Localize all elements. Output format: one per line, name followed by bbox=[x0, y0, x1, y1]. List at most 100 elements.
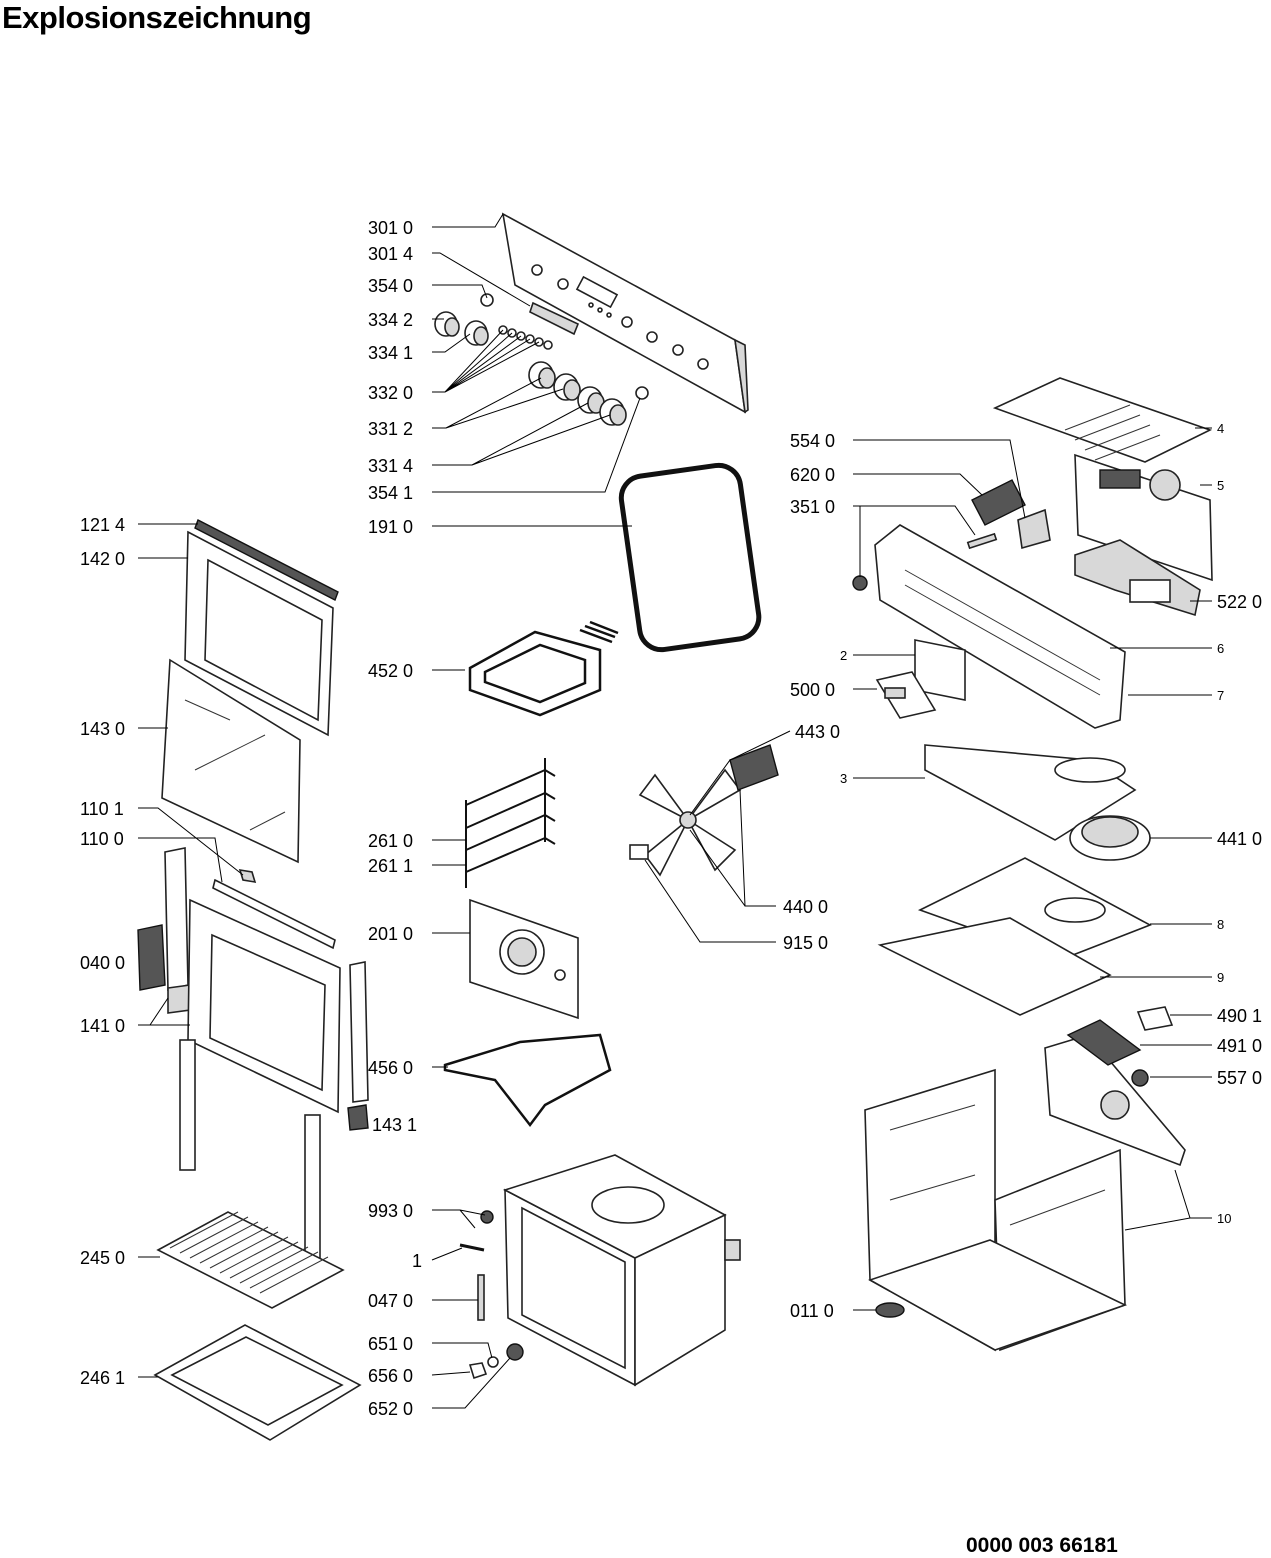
door-hinge-part bbox=[137, 924, 166, 991]
door-top-strip-part bbox=[212, 878, 336, 950]
inner-door-frame-part bbox=[187, 898, 341, 1114]
door-trim-part bbox=[194, 519, 339, 601]
label-354-0: 354 0 bbox=[368, 276, 413, 296]
label-652-0: 652 0 bbox=[368, 1399, 413, 1419]
front-air-duct-part bbox=[877, 917, 1112, 1016]
label-332-0: 332 0 bbox=[368, 383, 413, 403]
label-6: 6 bbox=[1217, 641, 1224, 656]
display-module-part bbox=[529, 301, 580, 336]
door-hinge-clip-part bbox=[238, 868, 257, 884]
foot-011-part bbox=[875, 1302, 905, 1318]
label-141-0: 141 0 bbox=[80, 1016, 125, 1036]
label-331-2: 331 2 bbox=[368, 419, 413, 439]
label-4: 4 bbox=[1217, 421, 1224, 436]
lamp-351-part bbox=[852, 575, 868, 591]
outer-casing-part bbox=[864, 1068, 1128, 1352]
door-side-profile-right-part bbox=[349, 961, 369, 1103]
label-500-0: 500 0 bbox=[790, 680, 835, 700]
terminal-strip-491-part bbox=[1066, 1019, 1142, 1066]
terminal-490-part bbox=[1136, 1006, 1174, 1031]
label-443-0: 443 0 bbox=[795, 722, 840, 742]
screw-1-part bbox=[459, 1243, 485, 1252]
door-insulation-right-part bbox=[304, 1114, 321, 1261]
label-656-0: 656 0 bbox=[368, 1366, 413, 1386]
label-651-0: 651 0 bbox=[368, 1334, 413, 1354]
leader-lines bbox=[138, 213, 1212, 1409]
label-110-0: 110 0 bbox=[80, 829, 124, 849]
label-2: 2 bbox=[840, 648, 847, 663]
lamp-socket-652-part bbox=[506, 1343, 524, 1361]
label-047-0: 047 0 bbox=[368, 1291, 413, 1311]
lamp-cover-656-part bbox=[468, 1362, 488, 1380]
top-cover-part bbox=[924, 744, 1137, 841]
door-side-profile-left-part bbox=[164, 847, 189, 992]
label-011-0: 011 0 bbox=[790, 1301, 834, 1321]
bottom-heating-element-part bbox=[443, 1033, 612, 1128]
thermostat-554-part bbox=[1017, 508, 1051, 550]
lamp-651-part bbox=[487, 1356, 499, 1368]
label-522-0: 522 0 bbox=[1217, 592, 1262, 612]
fan-motor-part bbox=[729, 744, 779, 791]
rear-panel-part bbox=[469, 898, 579, 1020]
label-040-0: 040 0 bbox=[80, 953, 125, 973]
label-557-0: 557 0 bbox=[1217, 1068, 1262, 1088]
switch-block-620-part bbox=[971, 479, 1026, 526]
label-491-0: 491 0 bbox=[1217, 1036, 1262, 1056]
label-334-2: 334 2 bbox=[368, 310, 413, 330]
rod-351-part bbox=[966, 532, 998, 550]
insulation-plate-part bbox=[917, 857, 1152, 961]
label-301-0: 301 0 bbox=[368, 218, 413, 238]
cable-clamp-557-part bbox=[1131, 1069, 1149, 1087]
label-191-0: 191 0 bbox=[368, 517, 413, 537]
label-301-4: 301 4 bbox=[368, 244, 413, 264]
label-441-0: 441 0 bbox=[1217, 829, 1262, 849]
switch-shafts-part bbox=[480, 293, 553, 350]
baking-tray-part bbox=[153, 1324, 362, 1441]
label-354-1: 354 1 bbox=[368, 483, 413, 503]
knob-331-part bbox=[528, 361, 627, 426]
rack-supports-part bbox=[465, 758, 556, 888]
label-8: 8 bbox=[1217, 917, 1224, 932]
timer-500-part bbox=[875, 671, 937, 719]
label-261-0: 261 0 bbox=[368, 831, 413, 851]
cooling-fan-part bbox=[1069, 815, 1151, 861]
label-440-0: 440 0 bbox=[783, 897, 828, 917]
label-121-4: 121 4 bbox=[80, 515, 125, 535]
label-10: 10 bbox=[1217, 1211, 1231, 1226]
part-labels: 301 0 301 4 354 0 334 2 334 1 332 0 331 … bbox=[80, 218, 1262, 1419]
label-490-1: 490 1 bbox=[1217, 1006, 1262, 1026]
label-351-0: 351 0 bbox=[790, 497, 835, 517]
label-331-4: 331 4 bbox=[368, 456, 413, 476]
label-201-0: 201 0 bbox=[368, 924, 413, 944]
label-334-1: 334 1 bbox=[368, 343, 413, 363]
door-seal-part bbox=[618, 462, 762, 653]
oven-cavity-part bbox=[502, 1154, 741, 1387]
electronics-board-part bbox=[1074, 453, 1213, 582]
label-452-0: 452 0 bbox=[368, 661, 413, 681]
label-1: 1 bbox=[412, 1251, 422, 1271]
document-number: 0000 003 66181 bbox=[966, 1534, 1118, 1557]
knob-334-part bbox=[434, 311, 489, 346]
module-2-part bbox=[914, 639, 966, 701]
relay-module-part bbox=[1074, 539, 1201, 617]
label-915-0: 915 0 bbox=[783, 933, 828, 953]
screw-993-part bbox=[480, 1210, 494, 1224]
label-246-1: 246 1 bbox=[80, 1368, 125, 1388]
label-143-0: 143 0 bbox=[80, 719, 125, 739]
label-245-0: 245 0 bbox=[80, 1248, 125, 1268]
label-620-0: 620 0 bbox=[790, 465, 835, 485]
fan-blade-part bbox=[638, 768, 742, 877]
label-261-1: 261 1 bbox=[368, 856, 413, 876]
pin-047-part bbox=[477, 1274, 485, 1321]
door-hinge-block-part bbox=[167, 984, 191, 1014]
label-554-0: 554 0 bbox=[790, 431, 835, 451]
knob-354-1-part bbox=[635, 386, 649, 400]
door-insulation-left-part bbox=[179, 1039, 196, 1171]
control-panel-part bbox=[501, 212, 749, 414]
inner-door-glass-part bbox=[161, 658, 301, 864]
label-3: 3 bbox=[840, 771, 847, 786]
outer-door-glass-frame-part bbox=[184, 530, 334, 737]
label-7: 7 bbox=[1217, 688, 1224, 703]
label-110-1: 110 1 bbox=[80, 799, 124, 819]
front-frame-part bbox=[874, 524, 1126, 729]
